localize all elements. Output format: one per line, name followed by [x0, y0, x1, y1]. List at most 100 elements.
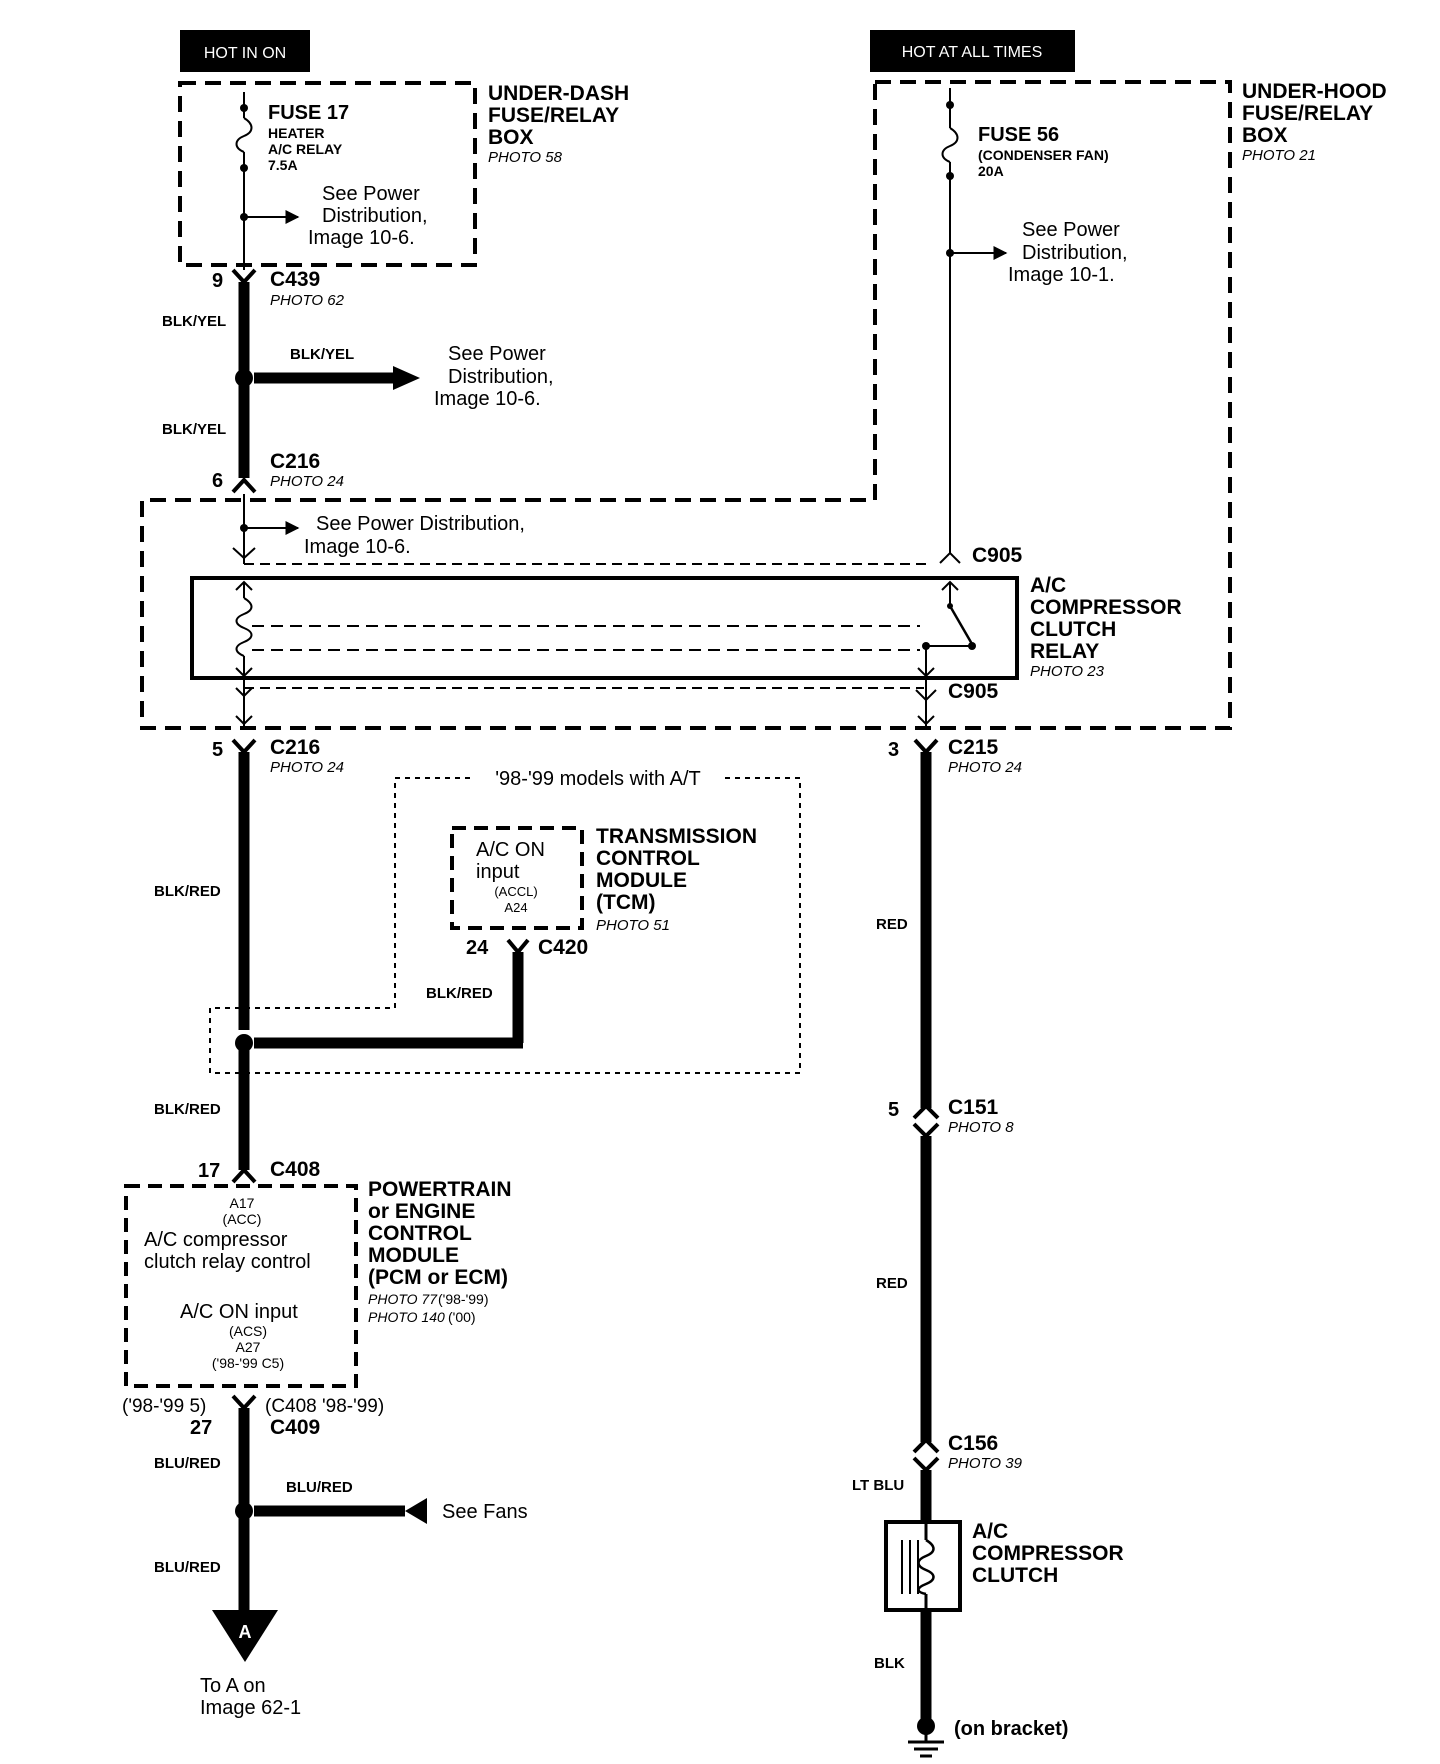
svg-text:input: input	[476, 861, 520, 883]
svg-text:Image 10-6.: Image 10-6.	[308, 227, 415, 249]
wire-label-blk-yel-2: BLK/YEL	[290, 346, 354, 363]
svg-text:C408: C408	[270, 1158, 321, 1181]
pcm-pin-a17: A17 (ACC) A/C compressor clutch relay co…	[144, 1195, 311, 1273]
pcm-box	[124, 1184, 358, 1388]
svg-text:Distribution,: Distribution,	[322, 205, 428, 227]
svg-text:A/C: A/C	[1030, 574, 1066, 597]
svg-text:C420: C420	[538, 936, 588, 959]
svg-text:See Power: See Power	[1022, 219, 1120, 241]
svg-text:9: 9	[212, 270, 223, 292]
svg-text:A/C: A/C	[972, 1520, 1008, 1543]
svg-text:Image 10-6.: Image 10-6.	[304, 536, 411, 558]
svg-text:COMPRESSOR: COMPRESSOR	[1030, 596, 1182, 619]
svg-text:Image 10-1.: Image 10-1.	[1008, 264, 1115, 286]
svg-text:CONTROL: CONTROL	[368, 1222, 472, 1245]
wire-label-blk-red-3: BLK/RED	[154, 1101, 221, 1118]
connector-c216-bottom: 5 C216 PHOTO 24	[212, 736, 344, 776]
svg-text:('98-'99 5): ('98-'99 5)	[122, 1396, 206, 1417]
wire-label-blk-red-2: BLK/RED	[426, 985, 493, 1002]
connector-c215: 3 C215 PHOTO 24	[888, 736, 1022, 776]
svg-text:('98-'99 C5): ('98-'99 C5)	[212, 1355, 284, 1371]
connector-c905-top: C905	[939, 544, 1023, 567]
svg-text:C156: C156	[948, 1432, 998, 1455]
connector-c905-bot: C905	[948, 680, 999, 703]
svg-text:MODULE: MODULE	[596, 869, 687, 892]
svg-text:27: 27	[190, 1417, 212, 1439]
wire-label-red-2: RED	[876, 1275, 908, 1292]
svg-text:C409: C409	[270, 1416, 320, 1439]
svg-text:6: 6	[212, 470, 223, 492]
ground-symbol: (on bracket)	[908, 1717, 1068, 1758]
svg-text:C905: C905	[972, 544, 1023, 567]
pcm-pin-a27: A/C ON input (ACS) A27 ('98-'99 C5)	[180, 1301, 298, 1371]
svg-text:PHOTO 24: PHOTO 24	[270, 759, 344, 776]
svg-text:('98-'99): ('98-'99)	[438, 1291, 488, 1307]
svg-text:HOT AT ALL TIMES: HOT AT ALL TIMES	[902, 44, 1043, 61]
wire-label-blk-red-1: BLK/RED	[154, 883, 221, 900]
at-models-outline	[209, 777, 801, 1074]
svg-text:See Power: See Power	[448, 343, 546, 365]
see-fans-label: See Fans	[442, 1501, 528, 1523]
svg-text:CLUTCH: CLUTCH	[1030, 618, 1116, 641]
wire-label-lt-blu: LT BLU	[852, 1477, 904, 1494]
tcm-box	[450, 826, 584, 930]
compressor-clutch	[884, 1520, 962, 1612]
svg-text:COMPRESSOR: COMPRESSOR	[972, 1542, 1124, 1565]
connector-c420: 24 C420	[466, 936, 588, 959]
under-dash-box-label: UNDER-DASH FUSE/RELAY BOX PHOTO 58	[488, 82, 629, 166]
svg-text:POWERTRAIN: POWERTRAIN	[368, 1178, 512, 1201]
svg-text:clutch relay control: clutch relay control	[144, 1251, 311, 1273]
wire-label-blu-red-3: BLU/RED	[154, 1559, 221, 1576]
svg-text:(on bracket): (on bracket)	[954, 1718, 1068, 1740]
svg-text:A17: A17	[230, 1195, 255, 1211]
splice-blk-yel	[235, 369, 253, 387]
connector-c408: 17 C408	[198, 1158, 321, 1184]
fuse-56: FUSE 56 (CONDENSER FAN) 20A	[941, 88, 1109, 553]
svg-text:To A on: To A on	[200, 1675, 266, 1697]
svg-text:HEATER: HEATER	[268, 125, 325, 141]
svg-text:MODULE: MODULE	[368, 1244, 459, 1267]
svg-text:PHOTO 62: PHOTO 62	[270, 292, 345, 309]
svg-text:TRANSMISSION: TRANSMISSION	[596, 825, 757, 848]
svg-text:CLUTCH: CLUTCH	[972, 1564, 1058, 1587]
wire-label-red-1: RED	[876, 916, 908, 933]
svg-text:BOX: BOX	[488, 126, 534, 149]
svg-text:7.5A: 7.5A	[268, 157, 298, 173]
svg-text:(ACCL): (ACCL)	[494, 884, 537, 899]
svg-text:FUSE 56: FUSE 56	[978, 124, 1059, 146]
svg-text:FUSE 17: FUSE 17	[268, 102, 349, 124]
svg-text:HOT IN ON: HOT IN ON	[204, 45, 286, 62]
svg-text:20A: 20A	[978, 163, 1004, 179]
svg-text:A/C compressor: A/C compressor	[144, 1229, 288, 1251]
wire-label-blk-yel-1: BLK/YEL	[162, 313, 226, 330]
wire-label-blu-red-1: BLU/RED	[154, 1455, 221, 1472]
power-distribution-ref-1: See Power Distribution, Image 10-6.	[240, 183, 428, 249]
svg-text:FUSE/RELAY: FUSE/RELAY	[488, 104, 619, 127]
wire-label-blu-red-2: BLU/RED	[286, 1479, 353, 1496]
svg-text:A: A	[239, 1622, 252, 1642]
offpage-connector-a: A To A on Image 62-1	[200, 1610, 301, 1719]
connector-c216-top: 6 C216 PHOTO 24	[212, 450, 344, 494]
splice-blk-red	[235, 1034, 253, 1052]
svg-text:PHOTO 24: PHOTO 24	[948, 759, 1022, 776]
svg-text:PHOTO 23: PHOTO 23	[1030, 663, 1105, 680]
svg-text:('00): ('00)	[448, 1309, 476, 1325]
svg-text:FUSE/RELAY: FUSE/RELAY	[1242, 102, 1373, 125]
svg-text:Image 62-1: Image 62-1	[200, 1697, 301, 1719]
svg-text:UNDER-DASH: UNDER-DASH	[488, 82, 629, 105]
wire-label-blk: BLK	[874, 1655, 905, 1672]
svg-text:CONTROL: CONTROL	[596, 847, 700, 870]
svg-text:RELAY: RELAY	[1030, 640, 1099, 663]
svg-text:PHOTO 77: PHOTO 77	[368, 1291, 438, 1307]
svg-text:A/C ON input: A/C ON input	[180, 1301, 298, 1323]
svg-text:Distribution,: Distribution,	[1022, 242, 1128, 264]
connector-c439: 9 C439 PHOTO 62	[212, 268, 345, 309]
svg-text:See Power Distribution,: See Power Distribution,	[316, 513, 525, 535]
relay-coil	[235, 580, 920, 678]
power-distribution-ref-3: See Power Distribution, Image 10-1.	[946, 219, 1128, 286]
power-distribution-ref-4: See Power Distribution, Image 10-6.	[244, 513, 525, 558]
svg-text:Image 10-6.: Image 10-6.	[434, 388, 541, 410]
connector-c409: ('98-'99 5) (C408 '98-'99) 27 C409	[122, 1394, 384, 1439]
svg-text:A24: A24	[504, 900, 527, 915]
svg-text:See Power: See Power	[322, 183, 420, 205]
